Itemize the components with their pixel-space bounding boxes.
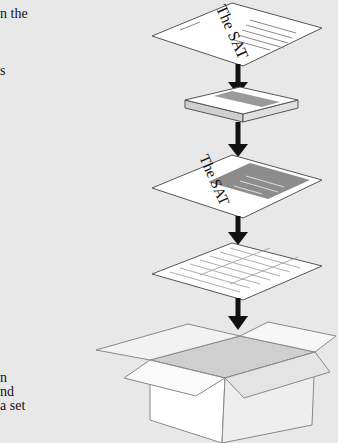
instruction-sheet <box>152 155 322 218</box>
cropped-text: n the <box>0 7 28 21</box>
flow-arrow <box>236 298 241 318</box>
cover-title: The SAT <box>196 152 232 207</box>
box-flap <box>124 360 225 396</box>
box-flap <box>240 322 336 352</box>
cropped-text: n <box>0 371 7 385</box>
box-flap <box>225 352 330 398</box>
sheet-text-lines <box>234 176 284 194</box>
flow-arrow <box>236 216 241 234</box>
box-flap <box>96 324 240 360</box>
cover-title: The SAT <box>213 3 251 62</box>
answer-grid <box>170 248 300 292</box>
cropped-text: s <box>0 64 5 78</box>
flow-arrow <box>236 122 241 146</box>
cropped-text: a set <box>0 399 25 413</box>
cropped-text: nd <box>0 385 14 399</box>
answer-sheet <box>152 243 322 300</box>
flow-arrow <box>236 64 241 84</box>
booklet-cover <box>185 87 298 114</box>
booklet-panel <box>214 91 280 107</box>
cover-sheet <box>152 3 322 66</box>
arrow-head <box>228 316 248 330</box>
